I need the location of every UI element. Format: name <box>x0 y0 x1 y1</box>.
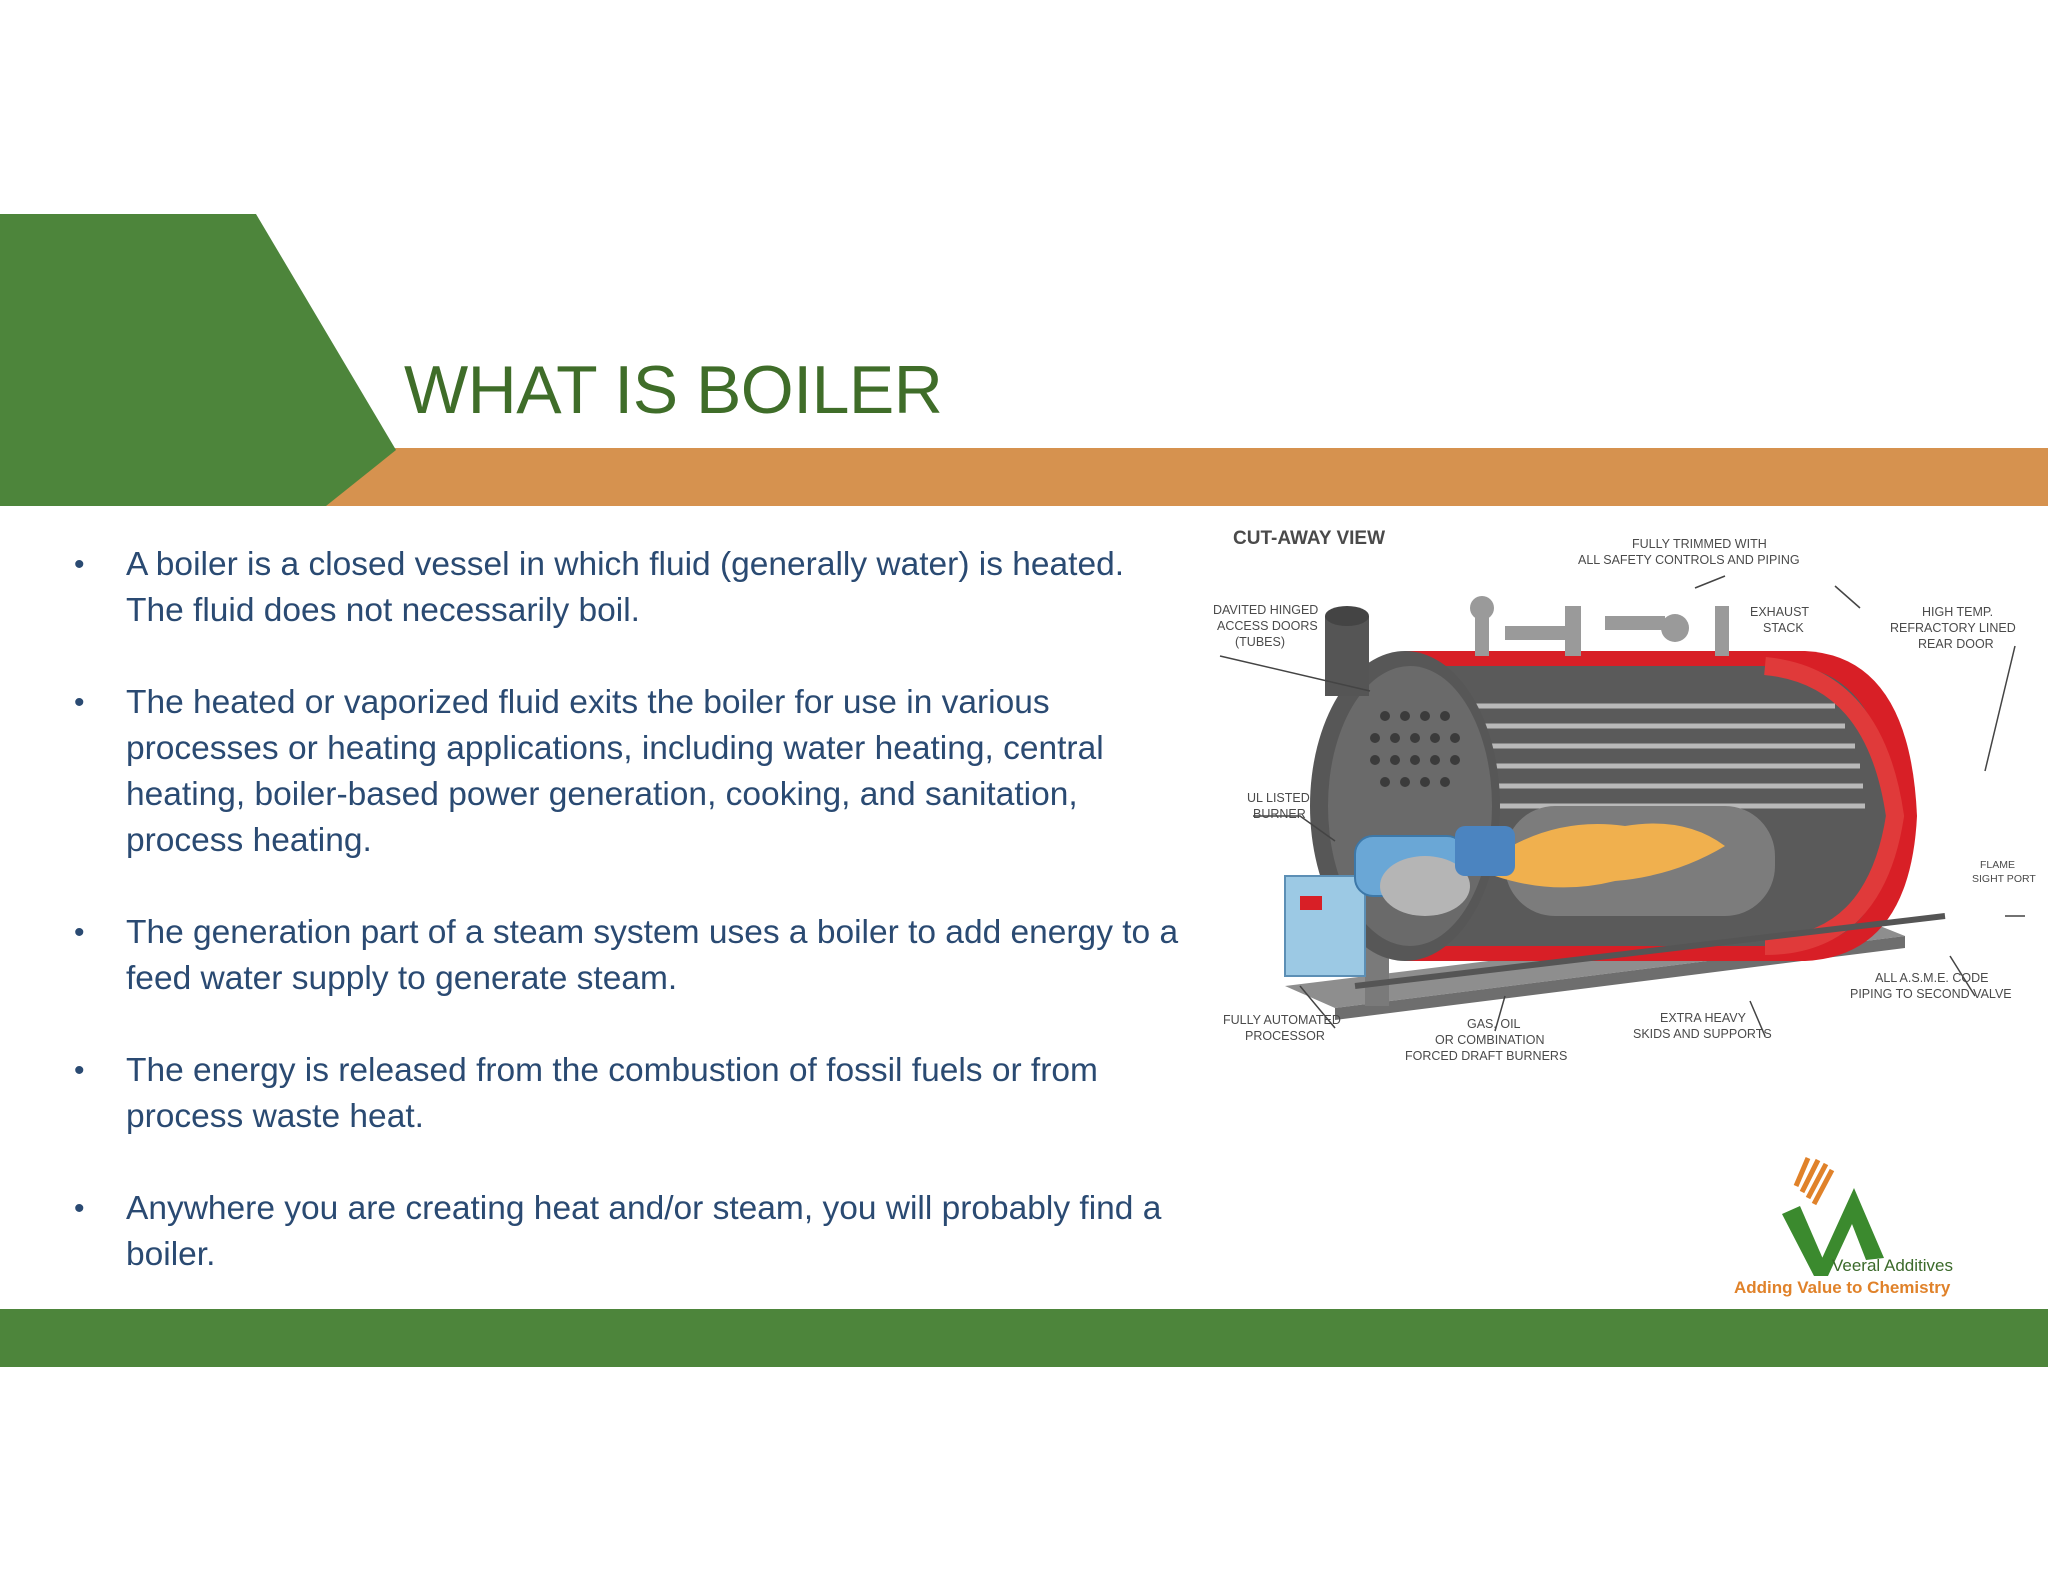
burner-illustration <box>1284 826 1515 977</box>
bullet-item: • Anywhere you are creating heat and/or s… <box>70 1186 1190 1278</box>
label-processor: PROCESSOR <box>1245 1029 1325 1043</box>
label-asme: PIPING TO SECOND VALVE <box>1850 987 2012 1001</box>
title-banner-green <box>0 214 396 506</box>
veeral-logo-icon <box>1782 1157 1884 1276</box>
bullet-symbol: • <box>74 686 85 719</box>
label-burner: UL LISTED <box>1247 791 1310 805</box>
bullet-symbol: • <box>74 1054 85 1087</box>
page-title: WHAT IS BOILER <box>404 352 943 428</box>
label-exhaust: STACK <box>1763 621 1804 635</box>
label-trimmed: ALL SAFETY CONTROLS AND PIPING <box>1578 553 1800 567</box>
label-refractory: REFRACTORY LINED <box>1890 621 2016 635</box>
logo-name: Veeral Additives <box>1832 1256 1953 1275</box>
footer-bar <box>0 1309 2048 1367</box>
label-davited: ACCESS DOORS <box>1217 619 1318 633</box>
label-gas: FORCED DRAFT BURNERS <box>1405 1049 1567 1063</box>
label-trimmed: FULLY TRIMMED WITH <box>1632 537 1767 551</box>
leader-lines <box>1219 575 2025 1037</box>
label-refractory: HIGH TEMP. <box>1922 605 1993 619</box>
label-refractory: REAR DOOR <box>1918 637 1994 651</box>
label-processor: FULLY AUTOMATED <box>1223 1013 1341 1027</box>
label-davited: (TUBES) <box>1235 635 1285 649</box>
label-asme: ALL A.S.M.E. CODE <box>1875 971 1988 985</box>
label-skids: EXTRA HEAVY <box>1660 1011 1747 1025</box>
safety-piping-illustration <box>1470 596 1729 656</box>
bullet-item: • The heated or vaporized fluid exits th… <box>70 680 1190 864</box>
label-davited: DAVITED HINGED <box>1213 603 1318 617</box>
bullet-text: The heated or vaporized fluid exits the … <box>126 684 1104 859</box>
label-gas: OR COMBINATION <box>1435 1033 1545 1047</box>
bullet-text: A boiler is a closed vessel in which flu… <box>126 546 1125 629</box>
label-gas: GAS, OIL <box>1467 1017 1521 1031</box>
bullet-item: • The energy is released from the combust… <box>70 1048 1190 1140</box>
bullet-symbol: • <box>74 916 85 949</box>
bullet-symbol: • <box>74 1192 85 1225</box>
bullet-text: The generation part of a steam system us… <box>126 914 1179 997</box>
bullet-text: The energy is released from the combusti… <box>126 1052 1098 1135</box>
label-skids: SKIDS AND SUPPORTS <box>1633 1027 1772 1041</box>
diagram-labels: FULLY TRIMMED WITH ALL SAFETY CONTROLS A… <box>1213 537 2036 1063</box>
bullet-item: • The generation part of a steam system u… <box>70 910 1190 1002</box>
bullet-text: Anywhere you are creating heat and/or st… <box>126 1190 1162 1273</box>
flame-illustration <box>1495 823 1725 888</box>
bullet-list: • A boiler is a closed vessel in which fl… <box>70 542 1190 1324</box>
logo-tagline: Adding Value to Chemistry <box>1734 1278 1951 1297</box>
bullet-symbol: • <box>74 548 85 581</box>
bullet-item: • A boiler is a closed vessel in which fl… <box>70 542 1190 634</box>
label-flame: FLAME <box>1980 859 2015 871</box>
label-burner: BURNER <box>1253 807 1306 821</box>
fuel-line-illustration <box>1354 913 1946 989</box>
label-flame: SIGHT PORT <box>1972 873 2036 885</box>
boiler-cutaway-diagram: CUT-AWAY VIEW <box>1213 528 2036 1063</box>
label-exhaust: EXHAUST <box>1750 605 1809 619</box>
diagram-heading: CUT-AWAY VIEW <box>1233 528 1385 549</box>
